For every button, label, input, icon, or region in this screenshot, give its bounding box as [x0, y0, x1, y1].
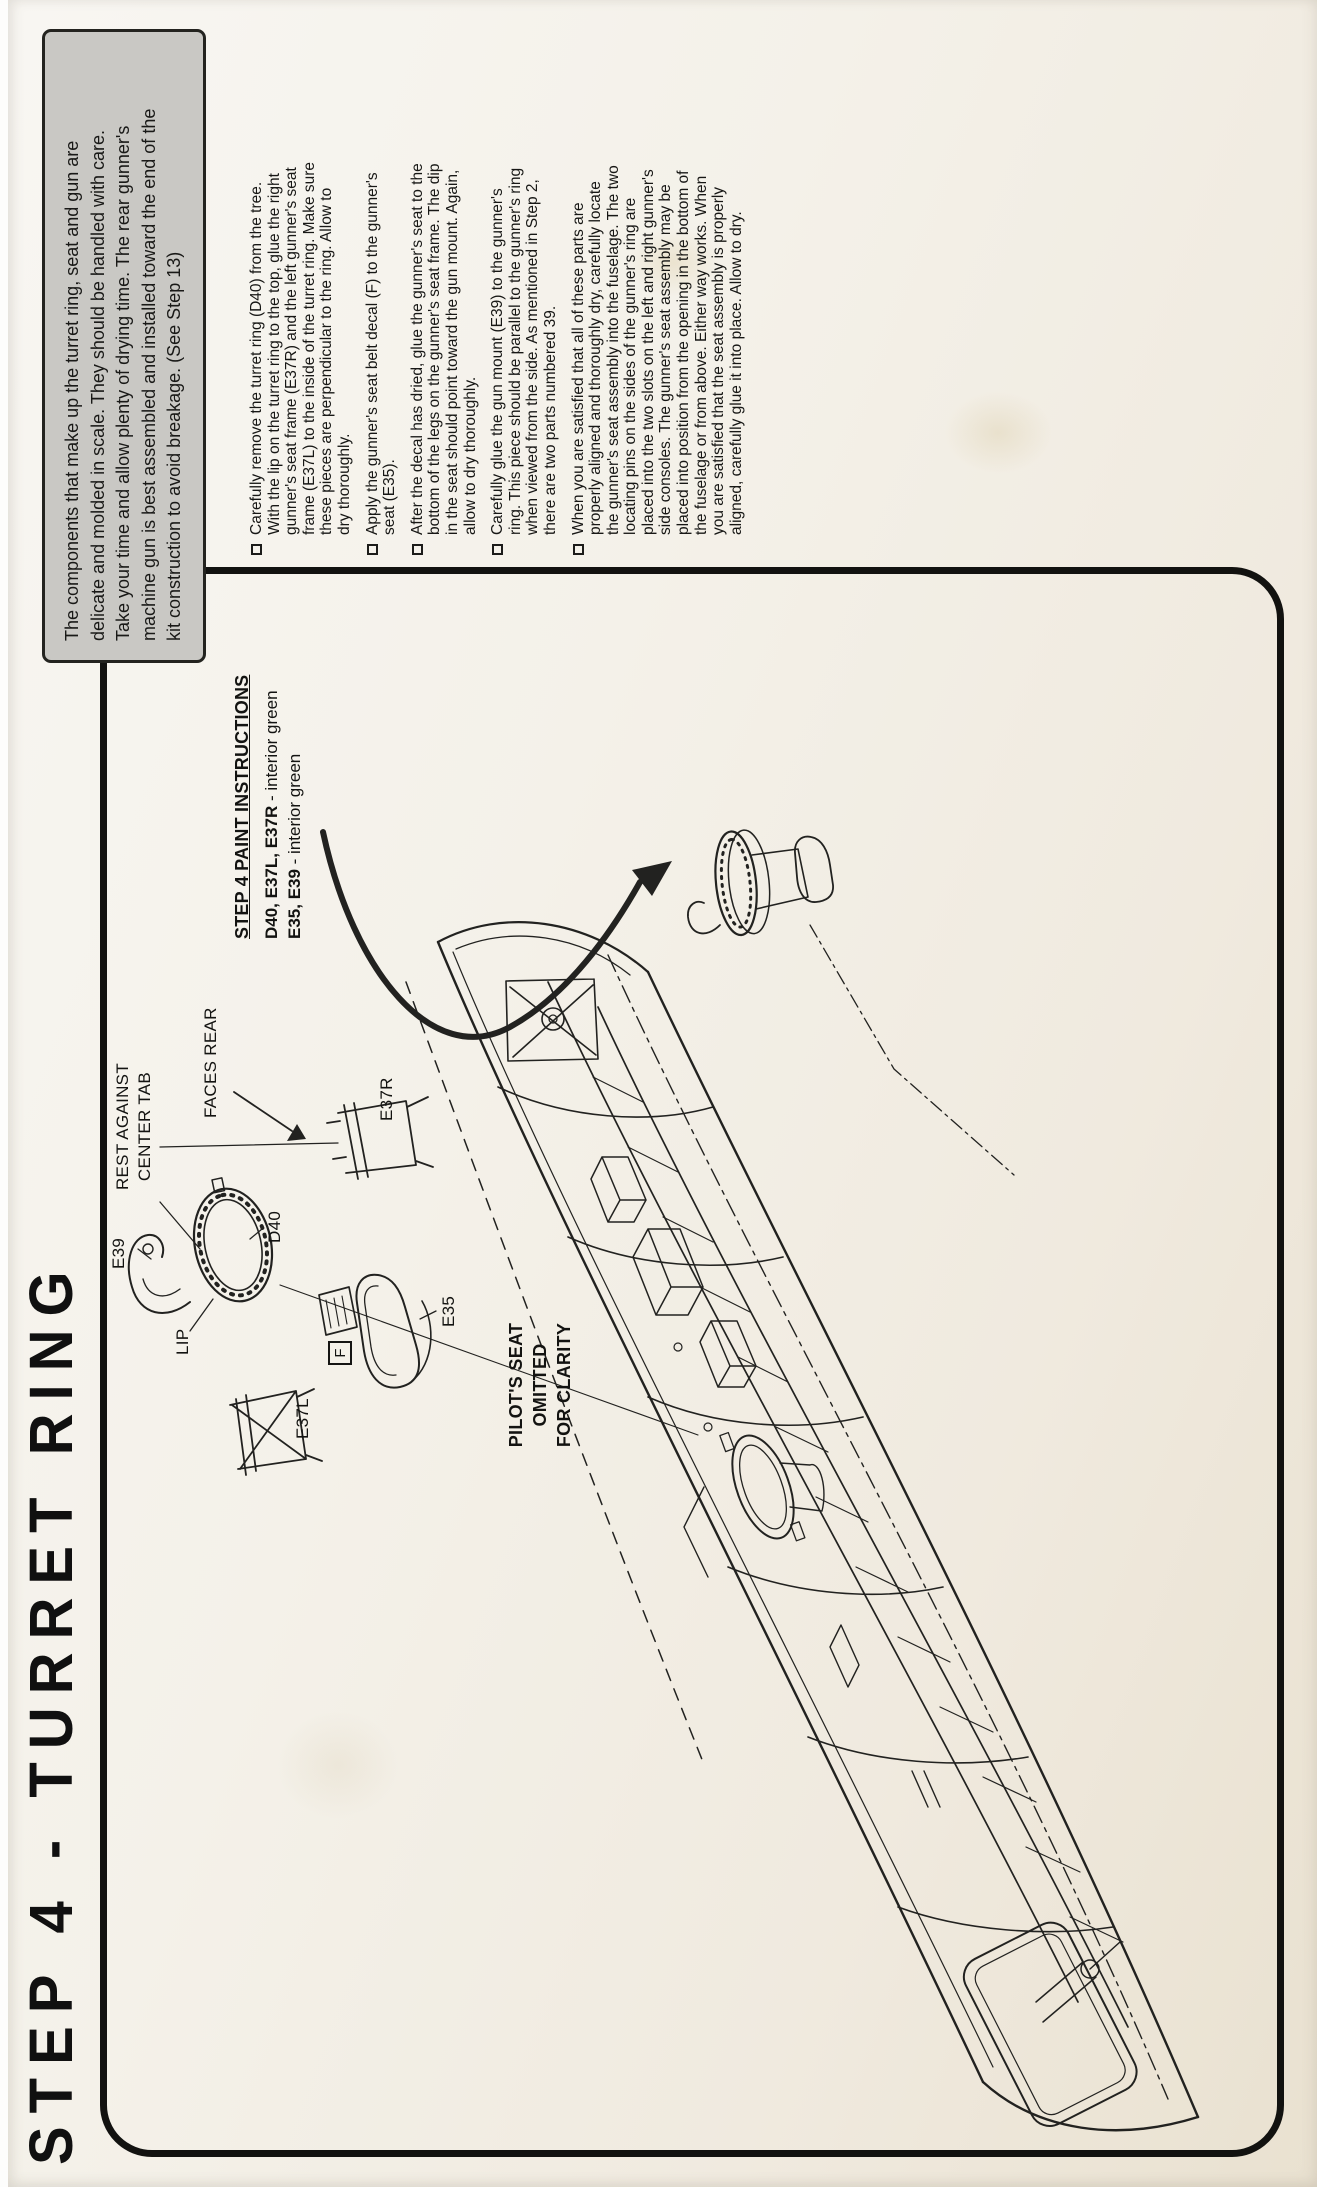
checklist-item-text: Carefully remove the turret ring (D40) f… — [248, 161, 353, 535]
checklist-item-text: Carefully glue the gun mount (E39) to th… — [489, 167, 559, 535]
label-e39: E39 — [109, 1237, 128, 1269]
paper-sheet: STEP 4 - TURRET RING — [8, 0, 1317, 2187]
label-rest-against-center-tab: REST AGAINST CENTER TAB — [113, 1062, 154, 1191]
paint-line: D40, E37L, E37R - interior green — [260, 675, 283, 939]
paint-finish: - interior green — [262, 690, 281, 806]
label-e37r: E37R — [377, 1077, 396, 1121]
paint-parts: E35, E39 — [285, 869, 304, 939]
decal-f-label: F — [328, 1341, 352, 1365]
label-faces-rear: FACES REAR — [201, 1007, 220, 1118]
label-d40: D40 — [265, 1210, 284, 1243]
checkbox — [411, 544, 423, 555]
seat-frame-right-part — [326, 1096, 434, 1180]
gunner-seat-part — [355, 1273, 432, 1389]
checklist-item-text: When you are satisfied that all of these… — [569, 165, 745, 535]
curved-arrow — [320, 829, 672, 1040]
paint-line: E35, E39 - interior green — [283, 675, 306, 939]
checklist-item: When you are satisfied that all of these… — [570, 15, 746, 555]
checklist-item: Carefully remove the turret ring (D40) f… — [248, 15, 354, 555]
paint-parts: D40, E37L, E37R — [262, 805, 281, 939]
seatbelt-decal-part — [318, 1286, 358, 1336]
faces-rear-arrow — [233, 1091, 306, 1141]
label-e37l: E37L — [293, 1398, 312, 1439]
pilot-seat-note: PILOT'S SEAT OMITTED FOR CLARITY — [506, 1322, 574, 1448]
label-lip: LIP — [173, 1328, 192, 1355]
fuselage-drawing — [405, 921, 1200, 2132]
paint-finish: - interior green — [285, 753, 304, 870]
checkbox — [251, 544, 262, 555]
paint-instructions: STEP 4 PAINT INSTRUCTIONS D40, E37L, E37… — [232, 675, 306, 939]
seat-frame-left-part — [229, 1388, 323, 1476]
checklist-item: After the decal has dried, glue the gunn… — [409, 15, 479, 555]
checkbox — [366, 544, 378, 555]
checkbox — [572, 544, 584, 555]
gunner-station — [719, 1431, 806, 1542]
turret-ring-part — [192, 1177, 274, 1303]
checklist-item: Carefully glue the gun mount (E39) to th… — [489, 15, 559, 555]
checkbox — [492, 544, 504, 555]
leader-lines — [137, 1142, 699, 1436]
diagram-artwork — [127, 829, 1200, 2132]
care-note-text: The components that make up the turret r… — [62, 108, 184, 641]
care-note-box: The components that make up the turret r… — [42, 29, 206, 663]
rotated-instruction-sheet: STEP 4 - TURRET RING — [8, 0, 1317, 2187]
gun-mount-part — [127, 1233, 191, 1314]
assembled-turret-drawing — [687, 829, 1015, 1176]
checklist-item-text: After the decal has dried, glue the gunn… — [408, 163, 479, 535]
label-e35: E35 — [439, 1295, 458, 1327]
paint-instructions-title: STEP 4 PAINT INSTRUCTIONS — [232, 674, 252, 939]
checklist-item-text: Apply the gunner's seat belt decal (F) t… — [363, 172, 399, 535]
checklist-item: Apply the gunner's seat belt decal (F) t… — [364, 15, 399, 555]
assembly-checklist: Carefully remove the turret ring (D40) f… — [248, 15, 755, 555]
